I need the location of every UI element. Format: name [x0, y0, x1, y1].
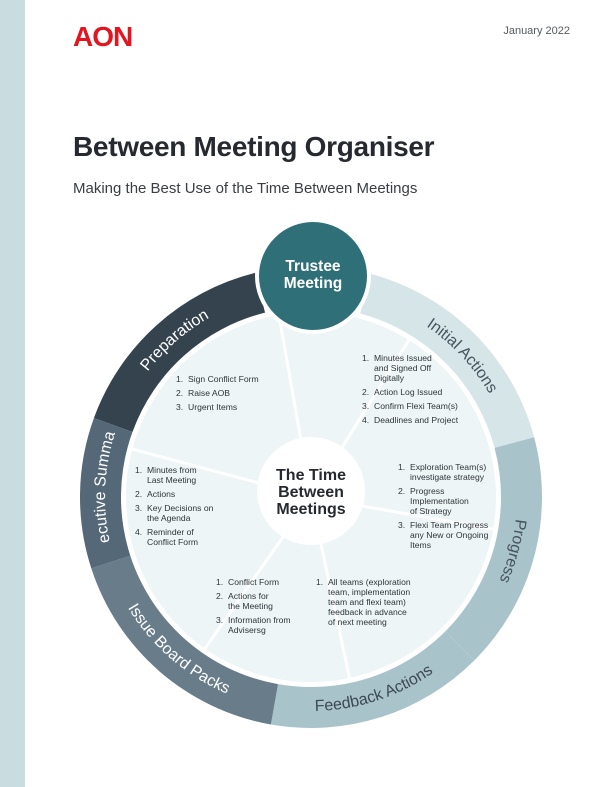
sector-item: 2.Actions: [135, 489, 175, 499]
trustee-meeting-circle: [255, 218, 371, 334]
page-title: Between Meeting Organiser: [73, 131, 435, 162]
band-segment-5: [79, 417, 133, 569]
sector-2-list: 1.Exploration Team(s)investigate strateg…: [398, 462, 489, 550]
sector-item: 1.Sign Conflict Form: [176, 374, 259, 384]
center-circle: [257, 437, 365, 545]
sector-item: 4.Deadlines and Project: [362, 415, 459, 425]
band-segment-4: [91, 555, 279, 725]
band-segment-3: [270, 631, 475, 728]
page-subtitle: Making the Best Use of the Time Between …: [73, 180, 418, 197]
sector-item: 3.Confirm Flexi Team(s): [362, 401, 458, 411]
left-accent-bar: [0, 0, 25, 787]
sector-item: 3.Urgent Items: [176, 402, 237, 412]
sector-item: 1.Conflict Form: [216, 577, 279, 587]
band-segment-2: [445, 437, 542, 661]
sector-0-list: 1.Sign Conflict Form 2.Raise AOB 3.Urgent …: [176, 374, 259, 412]
sector-item: 2.Raise AOB: [176, 388, 230, 398]
band-label: Executive Summary: [0, 0, 119, 545]
outer-band-ring: [79, 272, 542, 728]
sector-item: 2.Action Log Issued: [362, 387, 443, 397]
band-segment-1: [360, 273, 535, 448]
sector-items: 1.Sign Conflict Form 2.Raise AOB 3.Urgent …: [135, 353, 489, 635]
band-segment-0: [93, 272, 266, 433]
aon-logo: AON: [73, 21, 133, 52]
sector-item: 1.Exploration Team(s)investigate strateg…: [398, 462, 486, 482]
publication-date: January 2022: [503, 25, 570, 37]
